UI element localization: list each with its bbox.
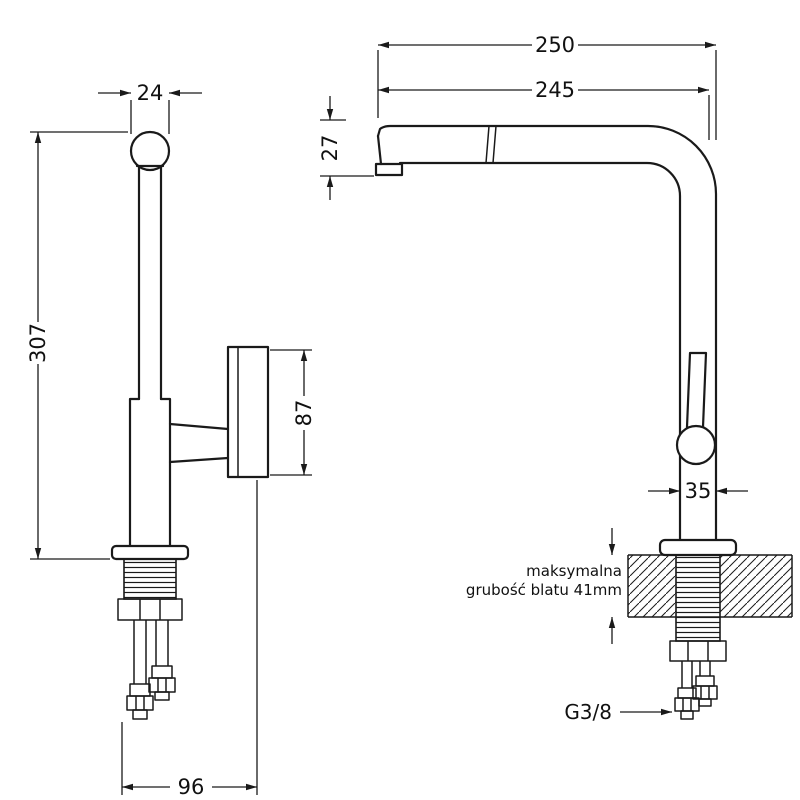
thread-size-label: G3/8 — [564, 700, 612, 724]
side-handle-ball — [675, 424, 717, 466]
countertop-section: maksymalna grubość blatu 41mm — [466, 528, 793, 662]
dim-top-width: 24 — [98, 81, 202, 134]
side-base-flange — [658, 538, 738, 557]
dim-spout-reach-label: 245 — [535, 78, 575, 102]
side-threaded-shank — [675, 554, 721, 642]
dim-handle-height: 87 — [270, 349, 316, 476]
counter-note-line1: maksymalna — [526, 562, 622, 580]
front-base-flange — [110, 544, 190, 561]
dim-body-width: 35 — [648, 479, 748, 503]
front-handle-stub — [168, 422, 230, 464]
side-view: maksymalna grubość blatu 41mm 250 — [318, 33, 793, 724]
dim-spout-reach: 245 — [378, 78, 710, 140]
front-cap — [129, 130, 171, 172]
front-faucet-body — [110, 130, 270, 621]
dim-handle-height-label: 87 — [292, 400, 316, 427]
side-pullout-joint — [485, 125, 497, 164]
side-mounting-nut — [669, 640, 727, 662]
dim-total-height-label: 307 — [26, 323, 50, 363]
dim-top-width-label: 24 — [137, 81, 164, 105]
dim-spout-height: 27 — [318, 96, 374, 200]
side-aerator — [374, 162, 404, 177]
dim-total-reach-label: 250 — [535, 33, 575, 57]
dim-bottom-span-label: 96 — [178, 775, 205, 799]
front-supply-hoses — [126, 620, 176, 720]
side-handle-lever — [685, 351, 708, 429]
dim-total-height: 307 — [26, 131, 128, 560]
front-threaded-shank — [123, 558, 177, 600]
side-supply-hoses — [674, 661, 718, 720]
counter-note-line2: grubość blatu 41mm — [466, 581, 622, 599]
countertop-hatch-left — [628, 555, 676, 617]
dim-total-reach: 250 — [377, 33, 717, 140]
countertop-hatch-right — [720, 555, 792, 617]
dim-bottom-span: 96 — [121, 480, 258, 799]
front-handle-plate — [226, 345, 270, 479]
front-view: 24 307 87 96 — [26, 81, 316, 799]
thread-size-callout: G3/8 — [564, 700, 672, 724]
front-mounting-nut — [117, 598, 183, 621]
dim-body-width-label: 35 — [685, 479, 712, 503]
dim-spout-height-label: 27 — [318, 135, 342, 162]
side-faucet-body — [374, 124, 738, 557]
